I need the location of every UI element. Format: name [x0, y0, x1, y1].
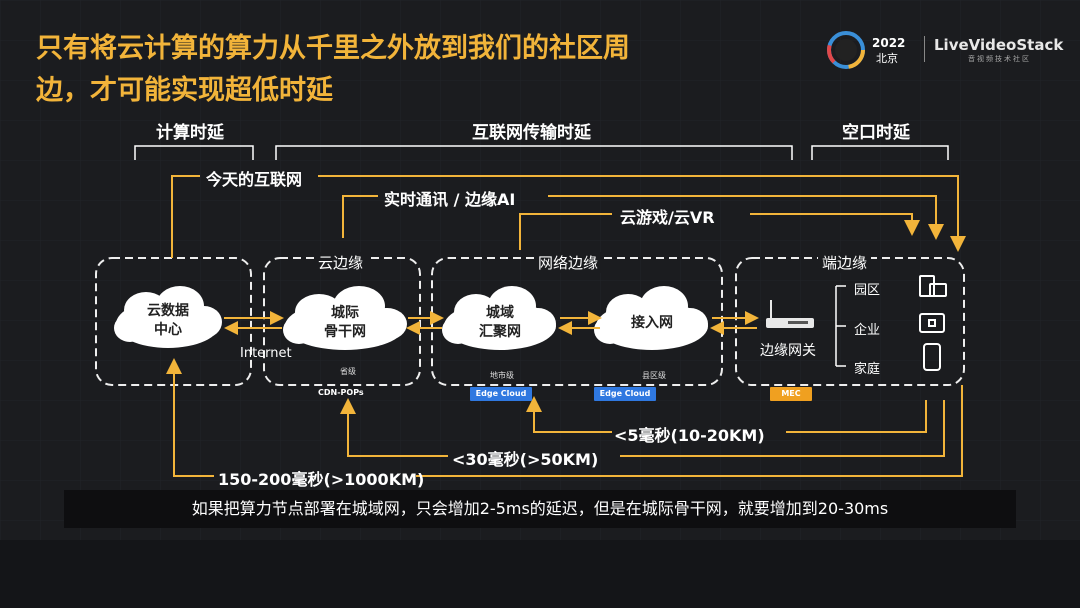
conference-logo-icon	[827, 31, 865, 69]
latency-30ms: <30毫秒(>50KM)	[452, 450, 599, 469]
title-line-1: 只有将云计算的算力从千里之外放到我们的社区周	[36, 33, 630, 64]
box-title-device-edge: 端边缘	[818, 252, 872, 273]
logo-city: 北京	[876, 52, 898, 65]
node-datacenter: 云数据 中心	[147, 303, 189, 338]
category-compute: 计算时延	[156, 123, 224, 143]
path-today-label: 今天的互联网	[206, 170, 303, 189]
path-rtc-label: 实时通讯 / 边缘AI	[384, 190, 516, 209]
endpoint-park: 园区	[854, 283, 881, 298]
gateway-label: 边缘网关	[760, 343, 816, 359]
node-metro: 城域 汇聚网	[479, 305, 521, 340]
latency-150ms: 150-200毫秒(>1000KM)	[218, 470, 425, 489]
endpoint-home: 家庭	[854, 362, 881, 377]
level-cdn: CDN-POPs	[318, 388, 364, 397]
level-province: 省级	[340, 367, 356, 376]
category-transport: 互联网传输时延	[472, 123, 591, 143]
level-city: 地市级	[490, 371, 514, 380]
node-access: 接入网	[631, 315, 673, 331]
category-air: 空口时延	[842, 123, 910, 143]
title-line-2: 边，才可能实现超低时延	[36, 75, 333, 106]
logo-subtitle: 音视频技术社区	[968, 55, 1031, 63]
logo-brand: LiveVideoStack	[934, 36, 1064, 54]
latency-5ms: <5毫秒(10-20KM)	[614, 426, 765, 445]
level-county: 县区级	[642, 371, 666, 380]
logo-year: 2022	[872, 36, 906, 50]
internet-label: Internet	[240, 346, 292, 361]
gateway-icon	[766, 300, 814, 328]
box-title-network-edge: 网络边缘	[534, 252, 603, 273]
summary-note: 如果把算力节点部署在城域网，只会增加2-5ms的延迟，但是在城际骨干网，就要增加…	[64, 490, 1016, 528]
brand-logo: 2022 北京 LiveVideoStack 音视频技术社区	[828, 30, 1063, 72]
badge-edge-cloud-1: Edge Cloud	[470, 387, 532, 401]
box-title-cloud-edge: 云边缘	[314, 252, 368, 273]
badge-edge-cloud-2: Edge Cloud	[594, 387, 656, 401]
logo-divider	[924, 36, 925, 62]
badge-mec: MEC	[770, 387, 812, 401]
node-backbone: 城际 骨干网	[324, 305, 366, 340]
path-gaming-label: 云游戏/云VR	[620, 208, 715, 227]
endpoint-enterprise: 企业	[854, 323, 881, 338]
slide-title: 只有将云计算的算力从千里之外放到我们的社区周 边，才可能实现超低时延	[36, 28, 716, 112]
